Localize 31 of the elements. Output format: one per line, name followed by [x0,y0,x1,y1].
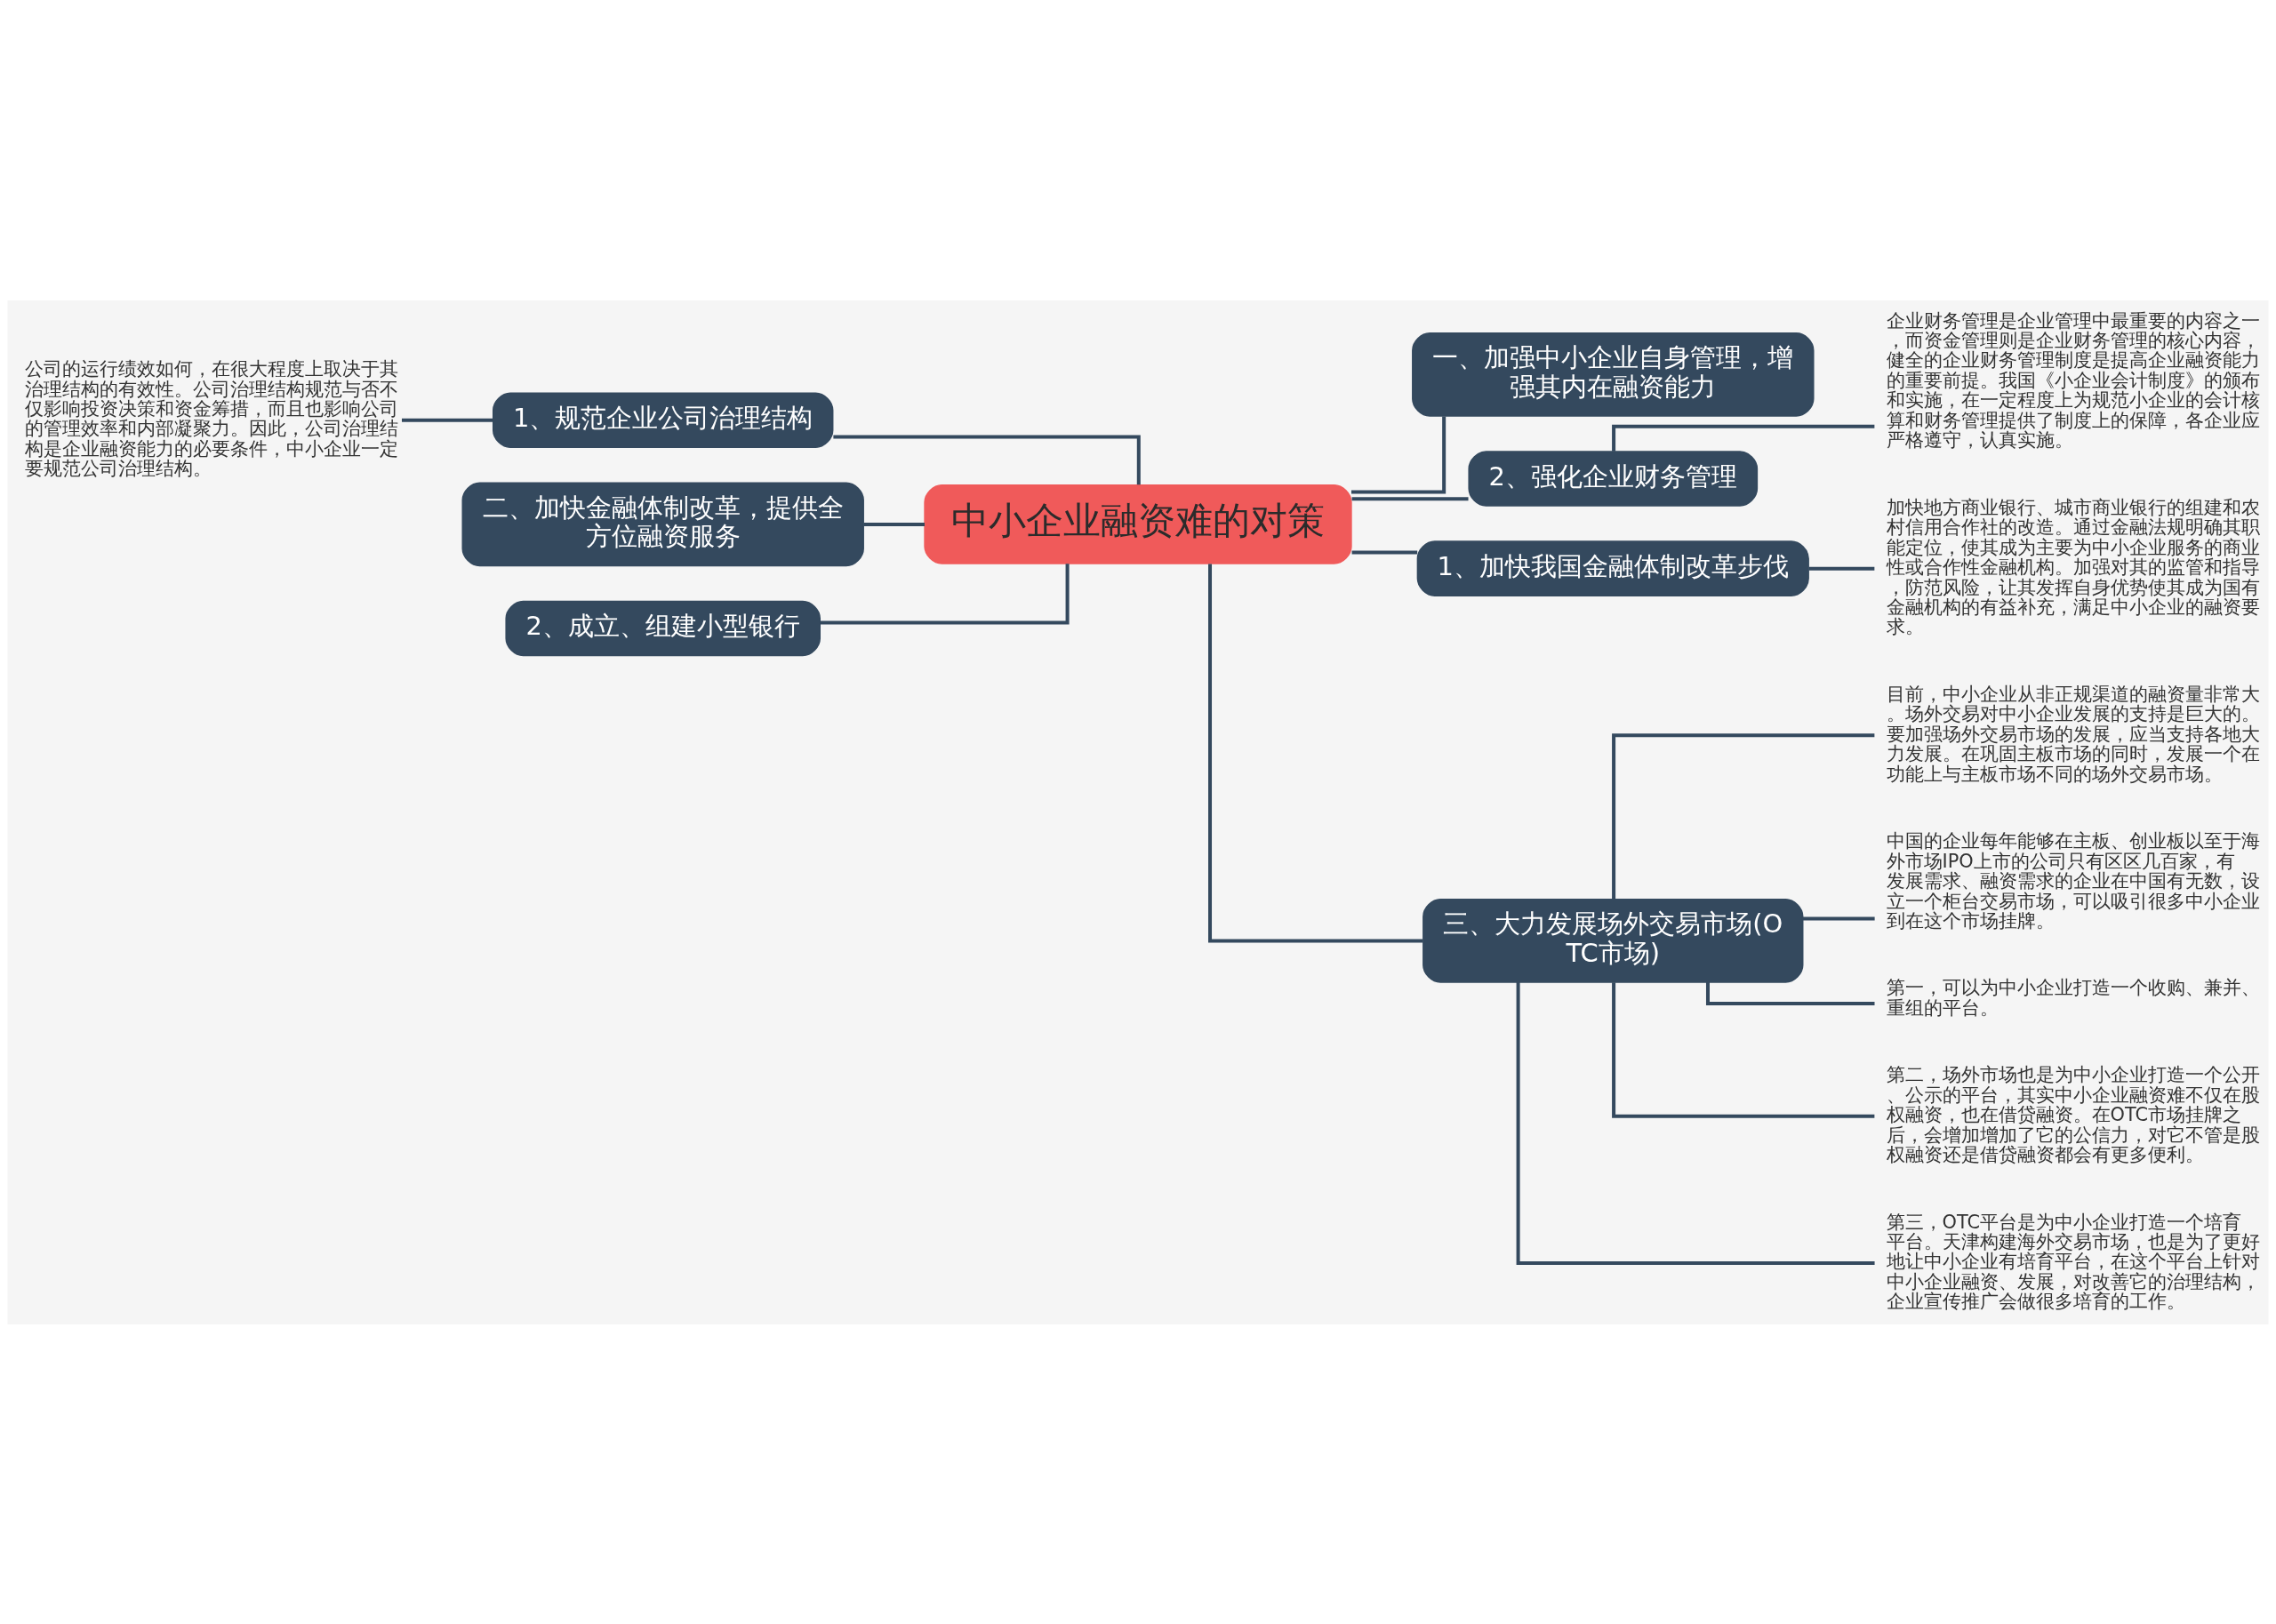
connector [1612,732,1875,900]
node-text: 企业财务管理是企业管理中最重要的内容之一，而资金管理则是企业财务管理的核心内容，健全的企业财务管理制度是提高企业融资能力的重要前提。我国《小企业会计制度》的颁布和实施，在一定程度上为规范小企业的会计核算和财务管理提供了制度上的保障，各企业应严格遵守，认真实施。 [1886,309,2260,451]
node-text: 加快地方商业银行、城市商业银行的组建和农村信用合作社的改造。通过金融法规明确其职能定位，使其成为主要为中小企业服务的商业性或合作性金融机构。加强对其的监管和指导，防范风险，让其发挥自身优势使其成为国有金融机构的有益补充，满足中小企业的融资要求。 [1886,496,2260,637]
connector [1612,424,1875,452]
connector [1612,981,1875,1118]
connector [1516,981,1875,1265]
node-box: 2、强化企业财务管理 [1468,450,1759,507]
node-text: 第一，可以为中小企业打造一个收购、兼并、重组的平台。 [1886,976,2260,1019]
node-text: 公司的运行绩效如何，在很大程度上取决于其治理结构的有效性。公司治理结构规范与否不仅影响投资决策和资金筹措，而且也影响公司的管理效率和内部凝聚力。因此，公司治理结构是企业融资能力的必要条件，中小企业一定要规范公司治理结构。 [24,357,398,479]
connector [1350,415,1447,494]
connector [833,435,1141,484]
node-box: 1、规范企业公司治理结构 [493,392,834,448]
node-box: 2、成立、组建小型银行 [505,600,821,656]
connector [1351,496,1469,500]
node-text: 第三，OTC平台是为中小企业打造一个培育平台。天津构建海外交易市场，也是为了更好地让中小企业有培育平台，在这个平台上针对中小企业融资、发展，对改善它的治理结构，企业宣传推广会做很多培育的工作。 [1886,1211,2260,1312]
node-text: 中国的企业每年能够在主板、创业板以至于海外市场IPO上市的公司只有区区几百家，有发展需求、融资需求的企业在中国有无数，设立一个柜台交易市场，可以吸引很多中小企业到在这个市场挂牌。 [1886,829,2260,932]
node-text: 第二，场外市场也是为中小企业打造一个公开、公示的平台，其实中小企业融资难不仅在股权融资，也在借贷融资。在OTC市场挂牌之后，会增加增加了它的公信力，对它不管是股权融资还是借贷融资都会有更多便利。 [1886,1063,2260,1165]
node-box: 中小企业融资难的对策 [924,484,1352,564]
connector [401,418,493,422]
node-text: 目前，中小企业从非正规渠道的融资量非常大。场外交易对中小企业发展的支持是巨大的。要加强场外交易市场的发展，应当支持各地大力发展。在巩固主板市场的同时，发展一个在功能上与主板市场不同的场外交易市场。 [1886,683,2260,785]
connector [1802,916,1875,921]
connector [1208,563,1423,942]
connector [1705,981,1875,1005]
connector [863,522,925,526]
node-box: 二、加快金融体制改革，提供全方位融资服务 [461,482,864,566]
node-box: 三、大力发展场外交易市场(OTC市场) [1422,898,1804,983]
connector [820,563,1070,625]
node-box: 1、加快我国金融体制改革步伐 [1416,540,1809,596]
connector [1351,550,1418,555]
node-box: 一、加强中小企业自身管理，增强其内在融资能力 [1412,332,1815,417]
connector [1808,566,1875,571]
